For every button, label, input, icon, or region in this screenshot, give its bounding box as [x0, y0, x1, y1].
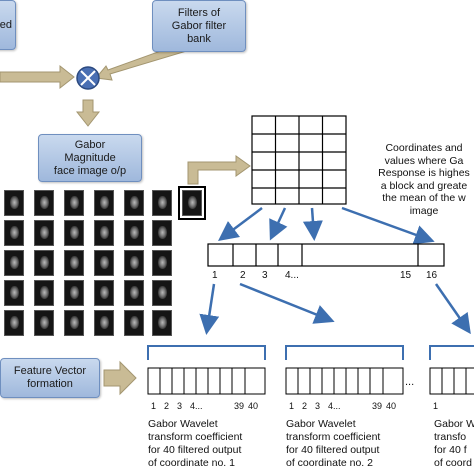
grid-to-strip-arrows: [218, 206, 435, 245]
face-tile: [94, 280, 114, 306]
arrow-feature-right: [103, 360, 137, 396]
vector2-label: 39: [372, 401, 383, 411]
gabor-magnitude-box: Gabor Magnitude face image o/p: [38, 134, 142, 182]
strip16-label: 3: [262, 270, 268, 281]
coefficient-caption-3: Gabor W transfo for 40 f of coord: [434, 418, 474, 469]
vector2-label: 4...: [328, 401, 341, 411]
face-tile: [34, 190, 54, 216]
strip16-label: 4...: [285, 270, 299, 281]
vector1-label: 4...: [190, 401, 203, 411]
vector2-label: 40: [386, 401, 397, 411]
face-tile: [4, 220, 24, 246]
multiply-operator: [76, 66, 100, 90]
strip16-label: 15: [400, 270, 412, 281]
arrow-left-to-operator: [0, 64, 75, 90]
arrow-operator-down: [75, 99, 101, 127]
face-tile: [64, 280, 84, 306]
vector1-label: 2: [164, 401, 170, 411]
face-image-grid: [0, 186, 210, 340]
vector-3: [429, 367, 474, 395]
vector1-label: 3: [177, 401, 183, 411]
face-tile: [64, 310, 84, 336]
filters-box: Filters of Gabor filter bank: [152, 0, 246, 52]
face-tile: [34, 280, 54, 306]
face-tile: [34, 220, 54, 246]
strip-to-vector-arrows: [199, 282, 471, 335]
vector2-label: 3: [315, 401, 321, 411]
vector1-label: 1: [151, 401, 157, 411]
arrow-face-to-grid: [187, 155, 251, 185]
vector-1: [147, 367, 266, 395]
face-tile: [152, 250, 172, 276]
arrow-filters-to-operator: [95, 43, 192, 81]
face-tile: [64, 190, 84, 216]
face-tile: [124, 280, 144, 306]
strip16-label: 2: [240, 270, 246, 281]
vector-2: [285, 367, 404, 395]
face-tile: [94, 310, 114, 336]
face-tile: [152, 310, 172, 336]
face-tile: [4, 280, 24, 306]
coefficient-caption-1: Gabor Wavelet transform coefficient for …: [148, 418, 243, 469]
face-tile: [94, 190, 114, 216]
vector2-label: 1: [289, 401, 295, 411]
face-tile: [64, 250, 84, 276]
face-tile: [4, 250, 24, 276]
face-tile: [124, 310, 144, 336]
feature-vector-box: Feature Vector formation: [0, 358, 100, 398]
vector1-label: 39: [234, 401, 245, 411]
vector2-label: 2: [302, 401, 308, 411]
face-tile: [152, 280, 172, 306]
brace-3: [429, 345, 474, 360]
face-tile: [4, 190, 24, 216]
brace-2: [285, 345, 404, 360]
face-tile: [64, 220, 84, 246]
vector3-label: 1: [433, 401, 439, 411]
selected-face-tile: [178, 186, 206, 220]
vector1-label: 40: [248, 401, 259, 411]
face-tile: [34, 310, 54, 336]
coefficient-caption-2: Gabor Wavelet transform coefficient for …: [286, 418, 381, 469]
face-tile: [152, 190, 172, 216]
strip16-label: 1: [212, 270, 218, 281]
face-tile: [4, 310, 24, 336]
face-tile: [124, 220, 144, 246]
coordinates-note: Coordinates and values where Ga Response…: [378, 142, 470, 217]
brace-1: [147, 345, 266, 360]
face-tile: [124, 250, 144, 276]
block-grid: [251, 115, 347, 205]
vector-ellipsis: ...: [405, 376, 415, 388]
strip-16: [207, 243, 445, 267]
face-tile: [34, 250, 54, 276]
face-tile: [152, 220, 172, 246]
top-left-box: ed: [0, 0, 16, 50]
face-tile: [124, 190, 144, 216]
face-tile: [94, 220, 114, 246]
face-tile: [94, 250, 114, 276]
strip16-label: 16: [426, 270, 438, 281]
